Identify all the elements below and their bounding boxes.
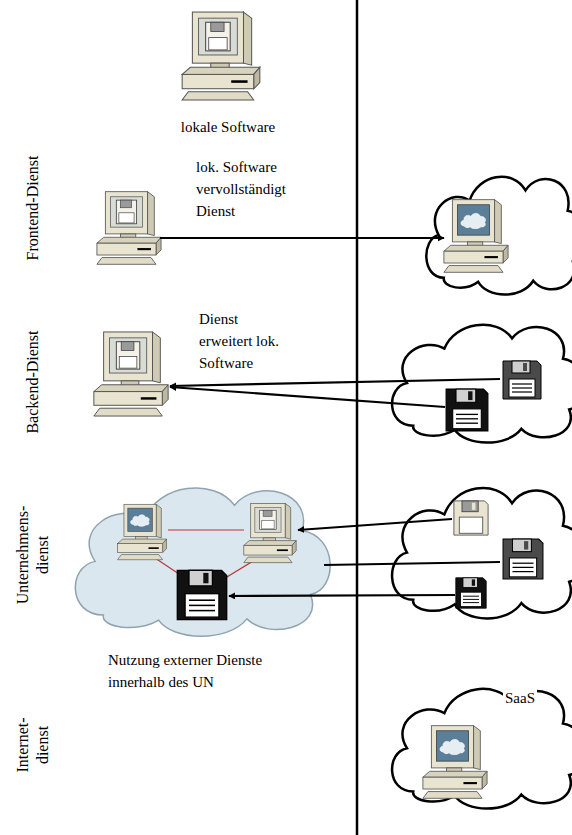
computer-icon: [182, 12, 260, 100]
cloud-label: SaaS: [503, 688, 537, 710]
enterprise-cloud: [75, 488, 330, 636]
computer-icon: [97, 192, 161, 265]
arrow-line: [324, 562, 500, 565]
divider-line: [356, 0, 359, 835]
cloud-outline: [392, 325, 572, 443]
cloud-outline: [426, 177, 572, 295]
row-label: Internet- dienst: [13, 705, 53, 785]
network-link: [168, 529, 244, 530]
computer-icon: [444, 200, 508, 273]
arrow: [170, 379, 500, 386]
computer-icon: [423, 726, 487, 799]
floppy-icon: [177, 570, 226, 619]
computer-icon: [94, 332, 168, 416]
arrow: [298, 519, 452, 530]
floppy-icon: [503, 539, 543, 579]
note-label: Nutzung externer Dienste innerhalb des U…: [108, 650, 313, 694]
arrow: [170, 387, 445, 407]
computer-icon: [118, 504, 167, 559]
note-label: Dienst erweitert lok. Software: [199, 309, 291, 374]
arrow: [229, 595, 455, 596]
caption-label: lokale Software: [148, 117, 308, 139]
cloud-outline: [392, 488, 572, 618]
row-label: Frontend-Dienst: [23, 133, 43, 283]
floppy-icon: [503, 361, 541, 399]
row-label: Backend-Dienst: [23, 307, 43, 457]
cloud-outline: [392, 689, 572, 809]
computer-icon: [244, 503, 296, 562]
floppy-icon: [456, 578, 486, 608]
row-label: Unternehmens- dienst: [13, 496, 53, 614]
floppy-icon: [446, 389, 488, 431]
floppy-icon: [454, 501, 488, 535]
note-label: lok. Software vervollständigt Dienst: [196, 157, 321, 222]
arrow: [160, 237, 444, 239]
